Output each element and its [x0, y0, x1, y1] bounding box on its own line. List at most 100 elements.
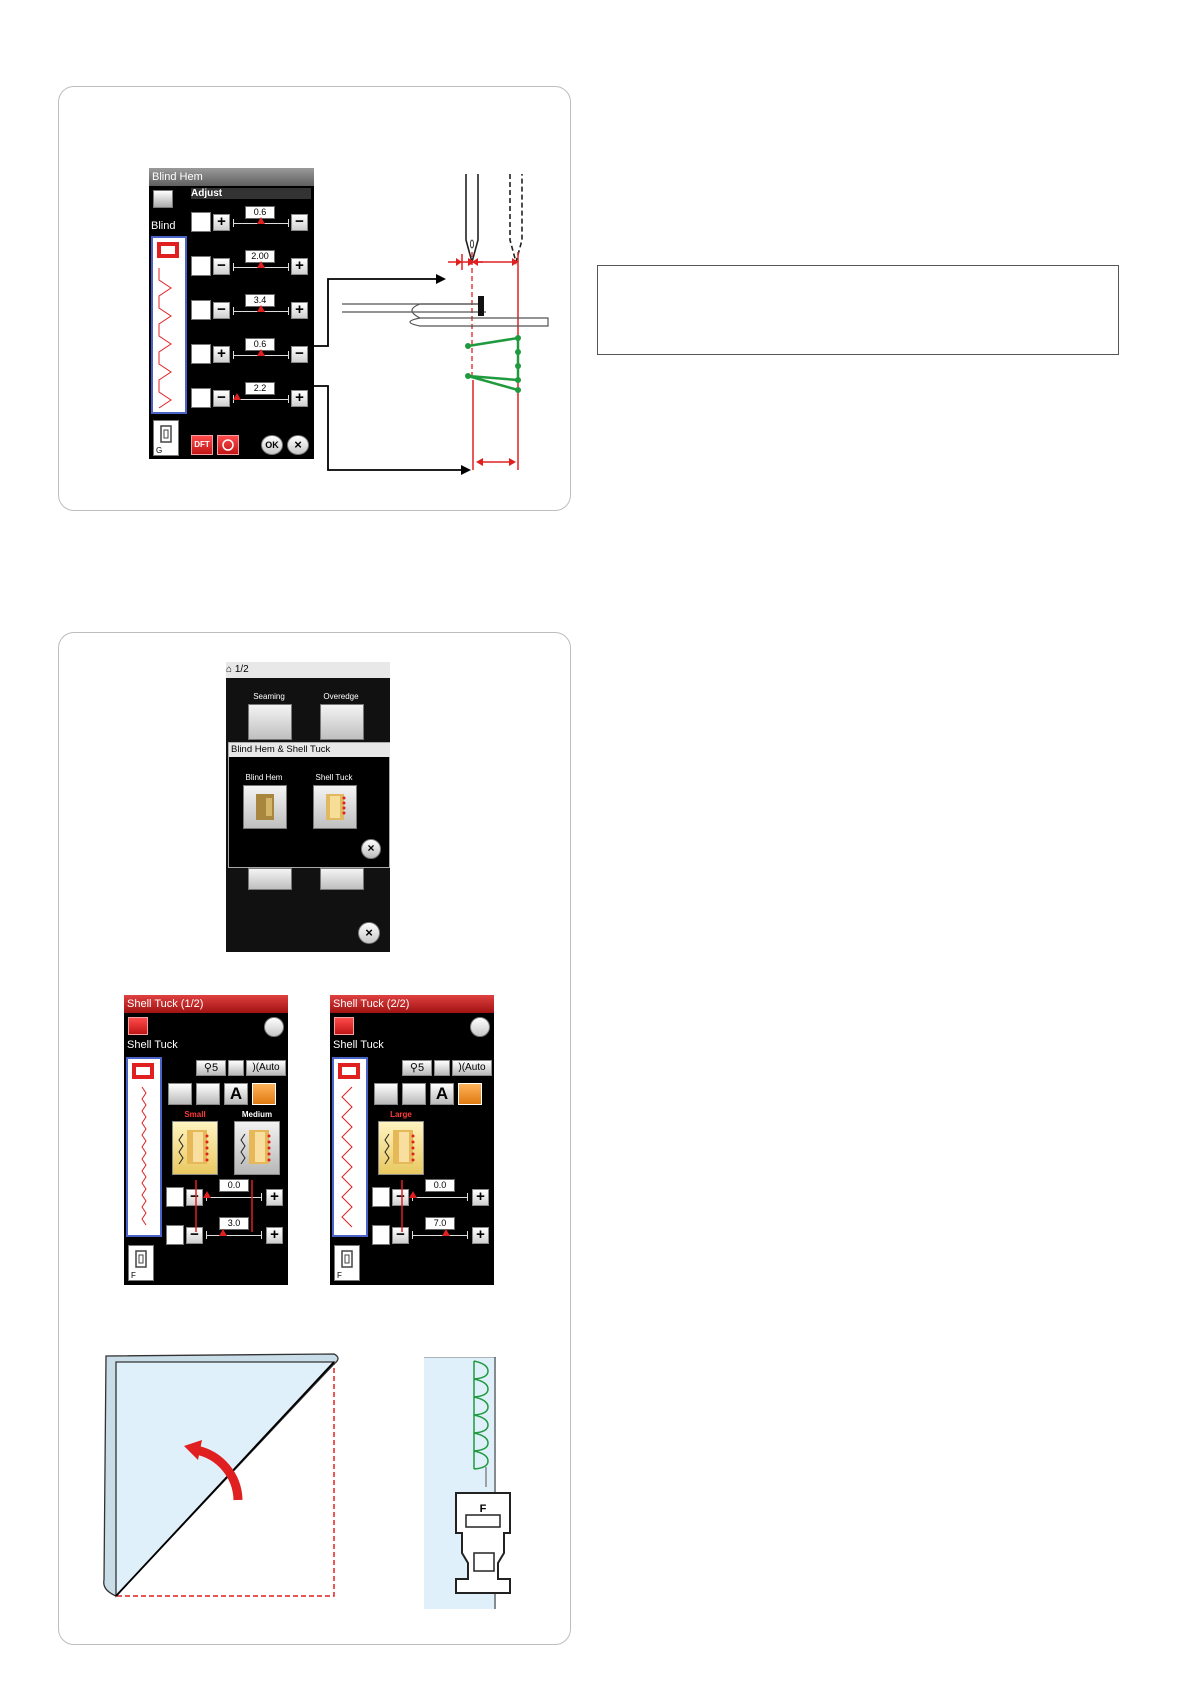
pattern-preview — [332, 1057, 368, 1237]
mirror-button[interactable] — [196, 1083, 220, 1105]
decrease-button[interactable]: − — [291, 214, 308, 231]
screen-title: Shell Tuck (2/2) — [330, 995, 494, 1013]
slider-thumb[interactable] — [257, 261, 265, 268]
blind-hem-screen: Blind Hem Blind h G Adjust DFT OK × +0.6… — [149, 168, 314, 459]
adjust-row-icon — [372, 1187, 390, 1207]
pattern-preview — [151, 236, 187, 414]
increase-button[interactable]: + — [291, 258, 308, 275]
font-button[interactable]: A — [430, 1083, 454, 1105]
option-tile[interactable] — [234, 1121, 280, 1175]
decrease-button[interactable]: − — [213, 258, 230, 275]
increase-button[interactable]: + — [472, 1227, 489, 1244]
decrease-button[interactable]: − — [186, 1189, 203, 1206]
slider-track[interactable] — [233, 399, 289, 400]
increase-button[interactable]: + — [291, 302, 308, 319]
auto-tension-badge: )(Auto — [246, 1060, 286, 1076]
needle-right-icon — [509, 174, 523, 266]
slider-thumb[interactable] — [257, 349, 265, 356]
reset-icon[interactable] — [264, 1017, 284, 1037]
mirror-button[interactable] — [402, 1083, 426, 1105]
screen-title: Blind Hem — [149, 168, 314, 186]
edit-icon[interactable] — [153, 190, 173, 208]
category-button-4[interactable] — [320, 868, 364, 890]
figure-panel-blind-hem — [58, 86, 571, 511]
category-overedge-label: Overedge — [323, 692, 359, 701]
decrease-button[interactable]: − — [392, 1189, 409, 1206]
adjust-row-icon — [191, 344, 211, 364]
slider-thumb[interactable] — [257, 217, 265, 224]
adjust-row-icon — [191, 388, 211, 408]
dft-button[interactable]: DFT — [191, 435, 213, 455]
close-button[interactable]: × — [287, 435, 309, 455]
slider-track[interactable] — [206, 1197, 262, 1198]
increase-button[interactable]: + — [213, 214, 230, 231]
category-button-3[interactable] — [248, 868, 292, 890]
auto-tension-badge: )(Auto — [452, 1060, 492, 1076]
setting-value: 0.0 — [425, 1179, 455, 1192]
category-seaming-button[interactable] — [248, 704, 292, 740]
page-indicator: 1/2 — [234, 664, 249, 675]
garment-icon[interactable] — [252, 1083, 276, 1105]
slider-end-tick — [206, 1231, 207, 1239]
menu-close-button[interactable]: × — [358, 922, 380, 944]
favorite-button[interactable] — [217, 435, 239, 455]
slider-thumb[interactable] — [441, 1229, 450, 1236]
slider-thumb[interactable] — [409, 1191, 418, 1198]
slider-thumb[interactable] — [203, 1191, 212, 1198]
decrease-button[interactable]: − — [213, 302, 230, 319]
option-label: Medium — [241, 1110, 273, 1119]
screen-title: Shell Tuck (1/2) — [124, 995, 288, 1013]
adjust-row-icon — [372, 1225, 390, 1245]
pattern-name: Blind h — [151, 220, 177, 232]
popup-close-button[interactable]: × — [361, 839, 381, 859]
slider-end-tick — [261, 1193, 262, 1201]
selected-option-tile[interactable] — [172, 1121, 218, 1175]
slider-thumb[interactable] — [257, 305, 265, 312]
foot-letter: F — [480, 1503, 487, 1515]
decrease-button[interactable]: − — [392, 1227, 409, 1244]
decrease-button[interactable]: − — [213, 390, 230, 407]
ok-button[interactable]: OK — [261, 435, 283, 455]
increase-button[interactable]: + — [472, 1189, 489, 1206]
setting-value: 7.0 — [425, 1217, 455, 1230]
slider-thumb[interactable] — [233, 393, 242, 400]
option-blind-hem-button[interactable] — [243, 785, 287, 829]
adjust-tab[interactable]: Adjust — [191, 188, 311, 199]
slider-end-tick — [261, 1231, 262, 1239]
selected-option-tile[interactable] — [378, 1121, 424, 1175]
category-overedge-button[interactable] — [320, 704, 364, 740]
twin-needle-button[interactable] — [374, 1083, 398, 1105]
adjust-row-icon — [166, 1225, 184, 1245]
slider-track[interactable] — [412, 1235, 468, 1236]
option-blind-hem-label: Blind Hem — [245, 773, 283, 782]
slider-end-tick — [288, 395, 289, 403]
stitch-length-icon — [434, 1060, 450, 1076]
foot-label: G — [156, 446, 163, 455]
adjust-row-icon — [191, 300, 211, 320]
stitch-length-icon — [228, 1060, 244, 1076]
pattern-preview — [126, 1057, 162, 1237]
popup-dialog: Blind Hem & Shell Tuck Blind Hem Shell T… — [228, 742, 390, 868]
twin-needle-button[interactable] — [168, 1083, 192, 1105]
pattern-name: Shell Tuck — [127, 1039, 178, 1051]
reset-icon[interactable] — [470, 1017, 490, 1037]
increase-button[interactable]: + — [266, 1227, 283, 1244]
slider-end-tick — [288, 351, 289, 359]
decrease-button[interactable]: − — [291, 346, 308, 363]
increase-button[interactable]: + — [266, 1189, 283, 1206]
increase-button[interactable]: + — [213, 346, 230, 363]
font-button[interactable]: A — [224, 1083, 248, 1105]
edit-icon[interactable] — [128, 1017, 148, 1035]
edit-icon[interactable] — [334, 1017, 354, 1035]
option-shell-tuck-button[interactable] — [313, 785, 357, 829]
presser-foot-f-icon — [455, 1492, 511, 1594]
option-shell-tuck-label: Shell Tuck — [315, 773, 353, 782]
slider-thumb[interactable] — [218, 1229, 227, 1236]
decrease-button[interactable]: − — [186, 1227, 203, 1244]
slider-track[interactable] — [206, 1235, 262, 1236]
category-seaming-label: Seaming — [253, 692, 285, 701]
garment-icon[interactable] — [458, 1083, 482, 1105]
increase-button[interactable]: + — [291, 390, 308, 407]
slider-track[interactable] — [412, 1197, 468, 1198]
